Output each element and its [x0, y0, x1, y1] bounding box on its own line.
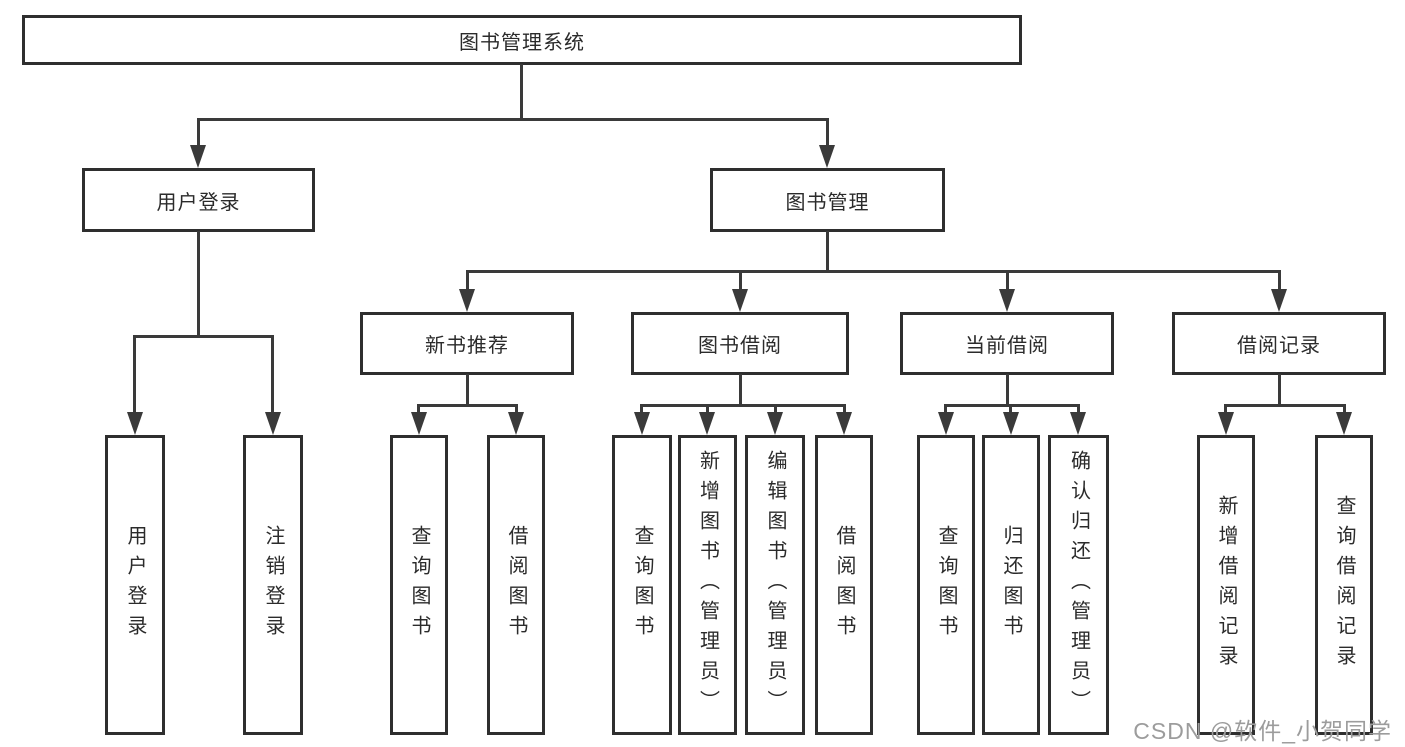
node-borrow-records: 借阅记录 [1172, 312, 1386, 375]
node-book-borrow-label: 图书借阅 [698, 335, 782, 357]
connector-drop-borrow-records [1278, 270, 1281, 291]
connector-user-login-rail [133, 335, 274, 338]
arrowhead-current-return [1003, 412, 1019, 435]
arrowhead-borrow-edit [767, 412, 783, 435]
connector-drop-records-query [1343, 404, 1346, 414]
csdn-watermark: CSDN @软件_小贺同学 [1133, 718, 1392, 744]
arrowhead-new-books [459, 289, 475, 312]
connector-drop-leaf-logout [271, 335, 274, 414]
leaf-records-query-label: 查询借阅记录 [1333, 495, 1355, 675]
leaf-newbooks-borrow-label: 借阅图书 [505, 525, 527, 645]
arrowhead-borrow-borrow [836, 412, 852, 435]
arrowhead-newbooks-query [411, 412, 427, 435]
arrowhead-records-query [1336, 412, 1352, 435]
connector-drop-borrow-borrow [843, 404, 846, 414]
connector-drop-current-confirm [1077, 404, 1080, 414]
connector-book-mgmt-stem [826, 231, 829, 273]
leaf-current-query: 查询图书 [917, 435, 975, 735]
node-book-mgmt: 图书管理 [710, 168, 945, 232]
connector-drop-book-borrow [739, 270, 742, 291]
connector-book-borrow-rail [640, 404, 846, 407]
arrowhead-user-login [190, 145, 206, 168]
connector-drop-newbooks-query [417, 404, 420, 414]
leaf-current-return-label: 归还图书 [1000, 525, 1022, 645]
node-borrow-records-label: 借阅记录 [1237, 335, 1321, 357]
leaf-borrow-add: 新增图书（管理员） [678, 435, 737, 735]
leaf-logout: 注销登录 [243, 435, 303, 735]
arrowhead-borrow-add [699, 412, 715, 435]
leaf-newbooks-borrow: 借阅图书 [487, 435, 545, 735]
leaf-current-return: 归还图书 [982, 435, 1040, 735]
leaf-borrow-borrow-label: 借阅图书 [833, 525, 855, 645]
leaf-borrow-borrow: 借阅图书 [815, 435, 873, 735]
connector-level2-rail [197, 118, 829, 121]
leaf-borrow-query-label: 查询图书 [631, 525, 653, 645]
connector-book-borrow-stem [739, 374, 742, 407]
connector-drop-borrow-edit [774, 404, 777, 414]
leaf-user-login: 用户登录 [105, 435, 165, 735]
connector-user-login-stem [197, 231, 200, 338]
node-book-borrow: 图书借阅 [631, 312, 849, 375]
arrowhead-leaf-logout [265, 412, 281, 435]
arrowhead-borrow-records [1271, 289, 1287, 312]
leaf-current-confirm-label: 确认归还（管理员） [1067, 450, 1090, 720]
node-user-login: 用户登录 [82, 168, 315, 232]
connector-drop-borrow-add [706, 404, 709, 414]
leaf-newbooks-query: 查询图书 [390, 435, 448, 735]
node-root-label: 图书管理系统 [459, 31, 585, 54]
leaf-records-add-label: 新增借阅记录 [1215, 495, 1237, 675]
connector-drop-borrow-query [640, 404, 643, 414]
arrowhead-book-borrow [732, 289, 748, 312]
connector-current-borrow-stem [1006, 374, 1009, 407]
leaf-borrow-edit: 编辑图书（管理员） [745, 435, 805, 735]
leaf-user-login-label: 用户登录 [124, 525, 146, 645]
connector-root-stem [520, 64, 523, 121]
connector-borrow-records-stem [1278, 374, 1281, 407]
arrowhead-records-add [1218, 412, 1234, 435]
connector-level3-rail [466, 270, 1280, 273]
connector-drop-newbooks-borrow [515, 404, 518, 414]
leaf-records-query: 查询借阅记录 [1315, 435, 1373, 735]
connector-new-books-stem [466, 374, 469, 407]
connector-new-books-rail [417, 404, 518, 407]
node-new-books: 新书推荐 [360, 312, 574, 375]
connector-drop-records-add [1224, 404, 1227, 414]
leaf-borrow-add-label: 新增图书（管理员） [696, 450, 719, 720]
connector-drop-book-mgmt [826, 118, 829, 147]
connector-drop-current-query [944, 404, 947, 414]
leaf-current-confirm: 确认归还（管理员） [1048, 435, 1109, 735]
arrowhead-current-query [938, 412, 954, 435]
arrowhead-borrow-query [634, 412, 650, 435]
leaf-records-add: 新增借阅记录 [1197, 435, 1255, 735]
leaf-borrow-edit-label: 编辑图书（管理员） [764, 450, 786, 720]
connector-drop-current-borrow [1006, 270, 1009, 291]
leaf-current-query-label: 查询图书 [935, 525, 957, 645]
connector-drop-current-return [1009, 404, 1012, 414]
node-current-borrow-label: 当前借阅 [965, 335, 1049, 357]
node-book-mgmt-label: 图书管理 [785, 191, 870, 214]
connector-drop-leaf-user-login [133, 335, 136, 414]
node-user-login-label: 用户登录 [156, 191, 241, 214]
connector-drop-user-login [197, 118, 200, 147]
arrowhead-newbooks-borrow [508, 412, 524, 435]
node-current-borrow: 当前借阅 [900, 312, 1114, 375]
arrowhead-current-borrow [999, 289, 1015, 312]
arrowhead-leaf-user-login [127, 412, 143, 435]
node-root: 图书管理系统 [22, 15, 1022, 65]
connector-borrow-records-rail [1224, 404, 1346, 407]
leaf-logout-label: 注销登录 [262, 525, 284, 645]
connector-current-borrow-rail [944, 404, 1080, 407]
arrowhead-book-mgmt [819, 145, 835, 168]
leaf-newbooks-query-label: 查询图书 [408, 525, 430, 645]
arrowhead-current-confirm [1070, 412, 1086, 435]
node-new-books-label: 新书推荐 [425, 335, 509, 357]
connector-drop-new-books [466, 270, 469, 291]
leaf-borrow-query: 查询图书 [612, 435, 672, 735]
